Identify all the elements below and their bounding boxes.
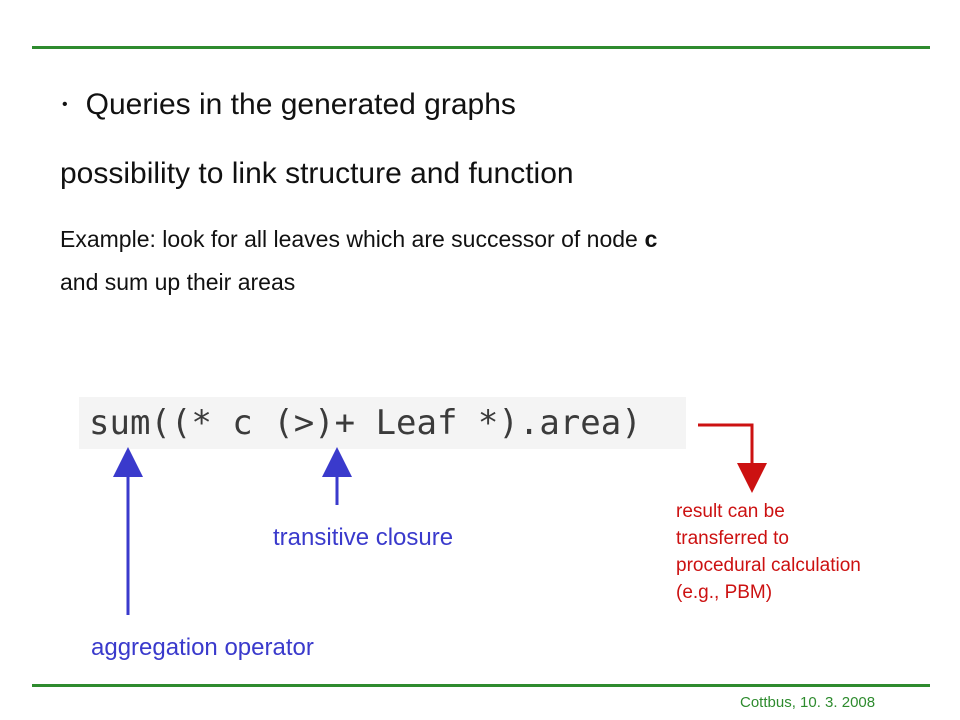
result-note-line: transferred to bbox=[676, 528, 789, 549]
result-note-line: procedural calculation bbox=[676, 555, 861, 576]
result-arrow bbox=[698, 423, 767, 493]
slide-subtitle: possibility to link structure and functi… bbox=[60, 157, 574, 190]
result-note-line: (e.g., PBM) bbox=[676, 582, 773, 603]
example-prefix: Example: look for all leaves which are s… bbox=[60, 226, 645, 252]
aggregation-operator-label: aggregation operator bbox=[91, 634, 314, 661]
example-node-code: c bbox=[644, 228, 659, 254]
bullet-item: • Queries in the generated graphs bbox=[62, 88, 516, 122]
bottom-divider bbox=[32, 684, 930, 687]
result-note: result can be transferred to procedural … bbox=[676, 498, 861, 606]
bullet-text: Queries in the generated graphs bbox=[85, 88, 516, 121]
result-note-line: result can be bbox=[676, 501, 785, 522]
example-line-1: Example: look for all leaves which are s… bbox=[60, 219, 658, 262]
example-line-2: and sum up their areas bbox=[60, 269, 296, 295]
transitive-closure-label: transitive closure bbox=[273, 524, 454, 551]
example-text: Example: look for all leaves which are s… bbox=[60, 219, 658, 303]
bullet-icon: • bbox=[62, 96, 68, 113]
footer-date: Cottbus, 10. 3. 2008 bbox=[740, 694, 876, 711]
top-divider bbox=[32, 46, 930, 49]
query-code: sum((* c (>)+ Leaf *).area) bbox=[79, 397, 686, 449]
